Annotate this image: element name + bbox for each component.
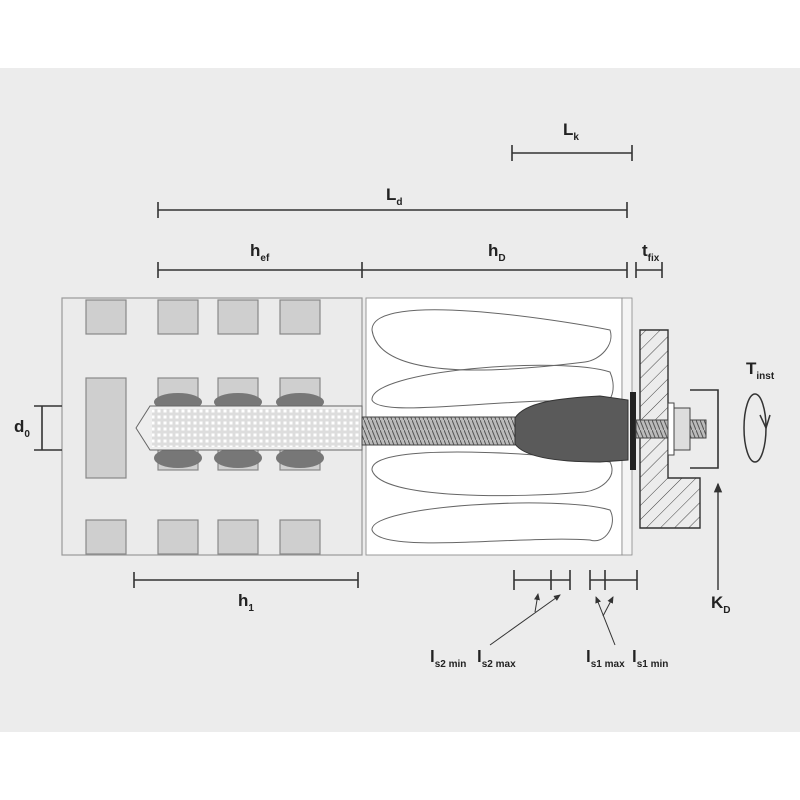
- label-Ld: Ld: [386, 185, 403, 208]
- label-ls2min: ls2 min: [430, 647, 466, 670]
- label-ls2max: ls2 max: [477, 647, 516, 670]
- mesh-sleeve: [152, 409, 360, 447]
- label-d0: d0: [14, 417, 30, 440]
- dimension-lines: [34, 145, 771, 646]
- label-Tinst: Tinst: [746, 359, 775, 382]
- anchor-assembly: [135, 329, 707, 529]
- insulation-plug: [514, 395, 629, 463]
- label-tfix: tfix: [642, 241, 660, 264]
- fixture-bracket: [639, 329, 701, 529]
- label-hef: hef: [250, 241, 270, 264]
- threaded-rod: [361, 416, 523, 446]
- label-hD: hD: [488, 241, 506, 264]
- label-h1: h1: [238, 591, 254, 614]
- washer-seal: [630, 392, 636, 470]
- label-Lk: Lk: [563, 120, 579, 143]
- label-KD: KD: [711, 593, 731, 616]
- label-ls1min: ls1 min: [632, 647, 668, 670]
- nut: [673, 407, 691, 451]
- label-ls1max: ls1 max: [586, 647, 625, 670]
